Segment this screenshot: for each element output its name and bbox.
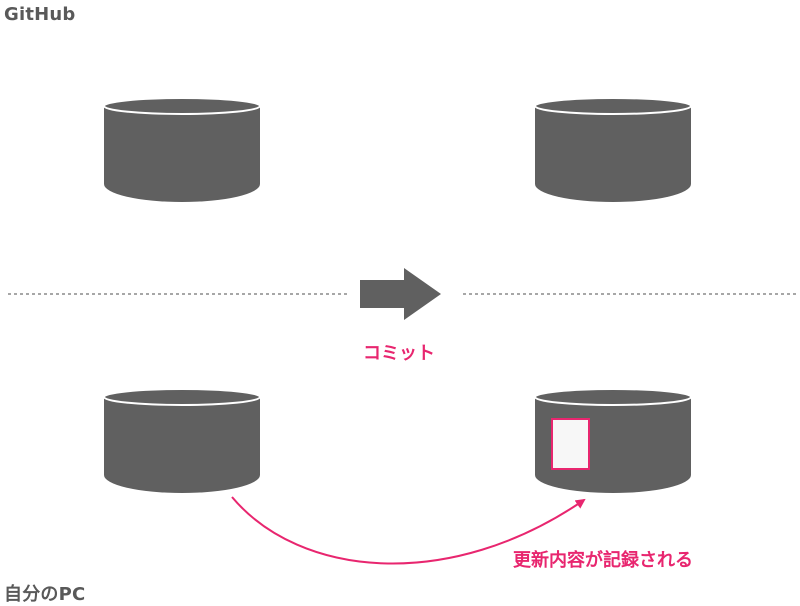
commit-right-arrow-icon (360, 268, 441, 320)
github-region-label: GitHub (4, 4, 76, 25)
github-repository-right-cylinder-icon (534, 97, 692, 202)
github-repository-left-cylinder-icon (103, 97, 261, 202)
local-pc-region-label: 自分のPC (4, 584, 86, 605)
commit-caption: コミット (363, 343, 435, 364)
recorded-document-icon (551, 418, 590, 470)
record-flow-curved-arrow-icon (231, 496, 586, 565)
update-recorded-caption: 更新内容が記録される (513, 550, 693, 571)
local-repository-left-cylinder-icon (103, 388, 261, 493)
